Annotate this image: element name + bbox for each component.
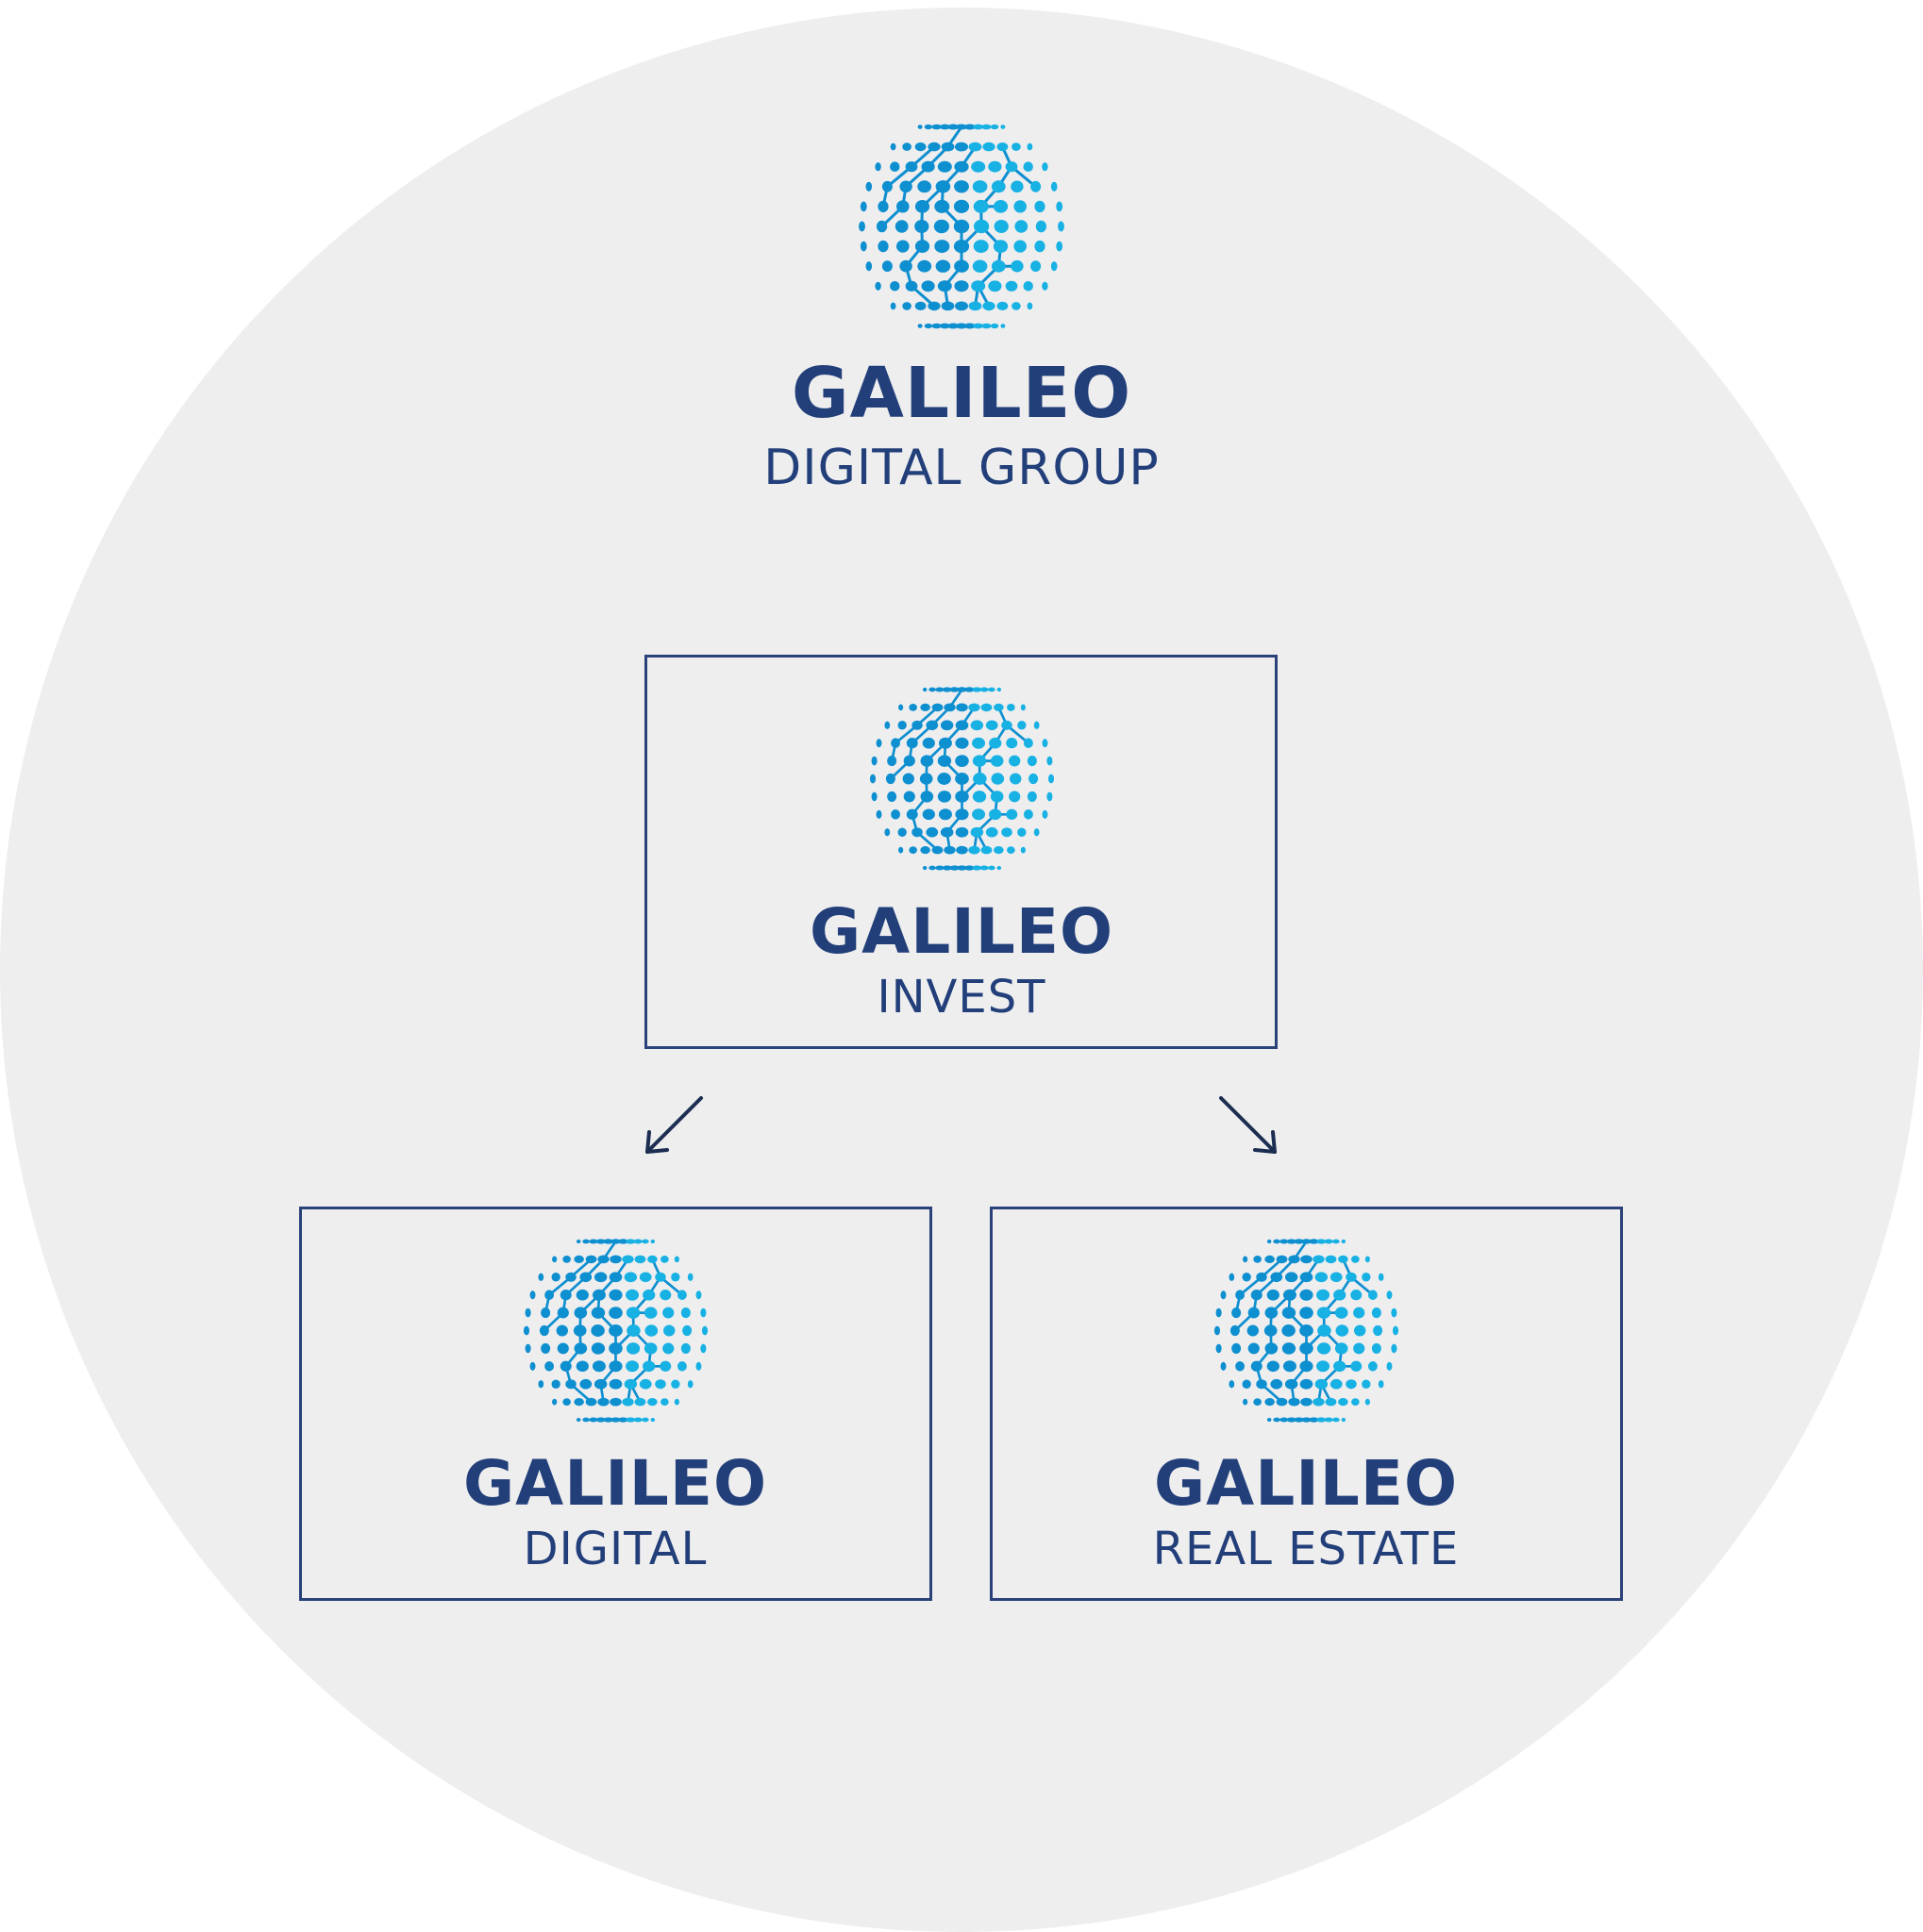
box-real-estate [990,1207,1623,1601]
brand-name: GALILEO [809,895,1114,968]
node-group: GALILEO DIGITAL GROUP [678,113,1245,492]
brand-name: GALILEO [791,353,1132,434]
brand-name: GALILEO [1153,1447,1459,1520]
globe-icon [523,1239,708,1423]
brand-name: GALILEO [462,1447,768,1520]
box-digital [299,1207,932,1601]
node-digital: GALILEO DIGITAL [332,1229,898,1572]
globe-icon [869,687,1054,871]
globe-icon [1213,1239,1398,1423]
brand-subtitle: REAL ESTATE [1152,1523,1460,1575]
brand-subtitle: DIGITAL [523,1523,708,1575]
box-invest [644,655,1278,1049]
globe-icon [859,124,1064,329]
brand-subtitle: INVEST [877,971,1046,1024]
node-real-estate: GALILEO REAL ESTATE [1023,1229,1589,1572]
brand-subtitle: DIGITAL GROUP [763,440,1160,496]
node-invest: GALILEO INVEST [678,677,1245,1020]
